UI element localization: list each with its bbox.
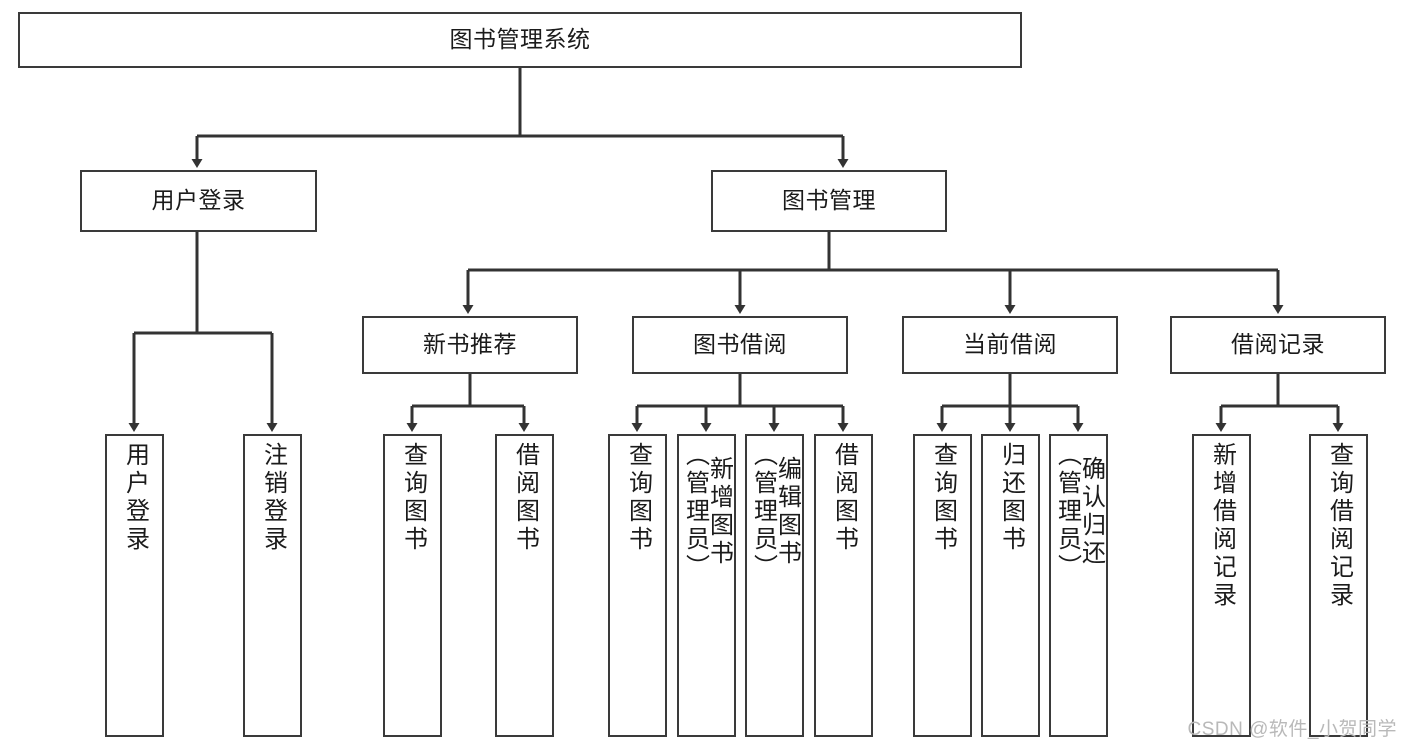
node-leaf-borrow-book-1-label: 借阅图书 <box>511 442 539 554</box>
node-leaf-user-login[interactable]: 用户登录 <box>105 434 164 737</box>
node-leaf-query-book-1-label: 查询图书 <box>399 442 427 554</box>
node-leaf-query-record[interactable]: 查询借阅记录 <box>1309 434 1368 737</box>
node-leaf-query-book-3[interactable]: 查询图书 <box>913 434 972 737</box>
node-leaf-return-book[interactable]: 归还图书 <box>981 434 1040 737</box>
node-book-borrow-label: 图书借阅 <box>693 331 787 358</box>
node-leaf-query-record-label: 查询借阅记录 <box>1325 442 1353 610</box>
node-leaf-query-book-2[interactable]: 查询图书 <box>608 434 667 737</box>
node-leaf-logout-label: 注销登录 <box>259 442 287 554</box>
node-leaf-add-record-label: 新增借阅记录 <box>1208 442 1236 610</box>
node-leaf-query-book-3-label: 查询图书 <box>929 442 957 554</box>
node-borrow-record[interactable]: 借阅记录 <box>1170 316 1386 374</box>
node-borrow-record-label: 借阅记录 <box>1231 331 1325 358</box>
node-leaf-confirm-return-admin[interactable]: 确认归还 （管理员） <box>1049 434 1108 737</box>
node-root-system[interactable]: 图书管理系统 <box>18 12 1022 68</box>
node-user-login[interactable]: 用户登录 <box>80 170 317 232</box>
node-leaf-borrow-book-1[interactable]: 借阅图书 <box>495 434 554 737</box>
node-current-borrow-label: 当前借阅 <box>963 331 1057 358</box>
node-leaf-confirm-return-admin-label: 确认归还 （管理员） <box>1053 442 1105 582</box>
node-leaf-return-book-label: 归还图书 <box>997 442 1025 554</box>
node-leaf-add-book-admin-label: 新增图书 （管理员） <box>681 442 733 582</box>
node-leaf-logout[interactable]: 注销登录 <box>243 434 302 737</box>
node-root-system-label: 图书管理系统 <box>449 26 591 53</box>
node-leaf-borrow-book-2[interactable]: 借阅图书 <box>814 434 873 737</box>
node-leaf-edit-book-admin[interactable]: 编辑图书 （管理员） <box>745 434 804 737</box>
node-leaf-borrow-book-2-label: 借阅图书 <box>830 442 858 554</box>
node-leaf-query-book-2-label: 查询图书 <box>624 442 652 554</box>
node-book-manage-label: 图书管理 <box>782 187 876 214</box>
node-leaf-query-book-1[interactable]: 查询图书 <box>383 434 442 737</box>
node-new-book-recommend[interactable]: 新书推荐 <box>362 316 578 374</box>
node-new-book-recommend-label: 新书推荐 <box>423 331 517 358</box>
watermark-text: CSDN @软件_小贺同学 <box>1187 719 1397 740</box>
node-book-manage[interactable]: 图书管理 <box>711 170 947 232</box>
node-current-borrow[interactable]: 当前借阅 <box>902 316 1118 374</box>
node-leaf-add-record[interactable]: 新增借阅记录 <box>1192 434 1251 737</box>
node-leaf-user-login-label: 用户登录 <box>121 442 149 554</box>
node-leaf-edit-book-admin-label: 编辑图书 （管理员） <box>749 442 801 582</box>
node-user-login-label: 用户登录 <box>151 187 246 214</box>
node-leaf-add-book-admin[interactable]: 新增图书 （管理员） <box>677 434 736 737</box>
node-book-borrow[interactable]: 图书借阅 <box>632 316 848 374</box>
